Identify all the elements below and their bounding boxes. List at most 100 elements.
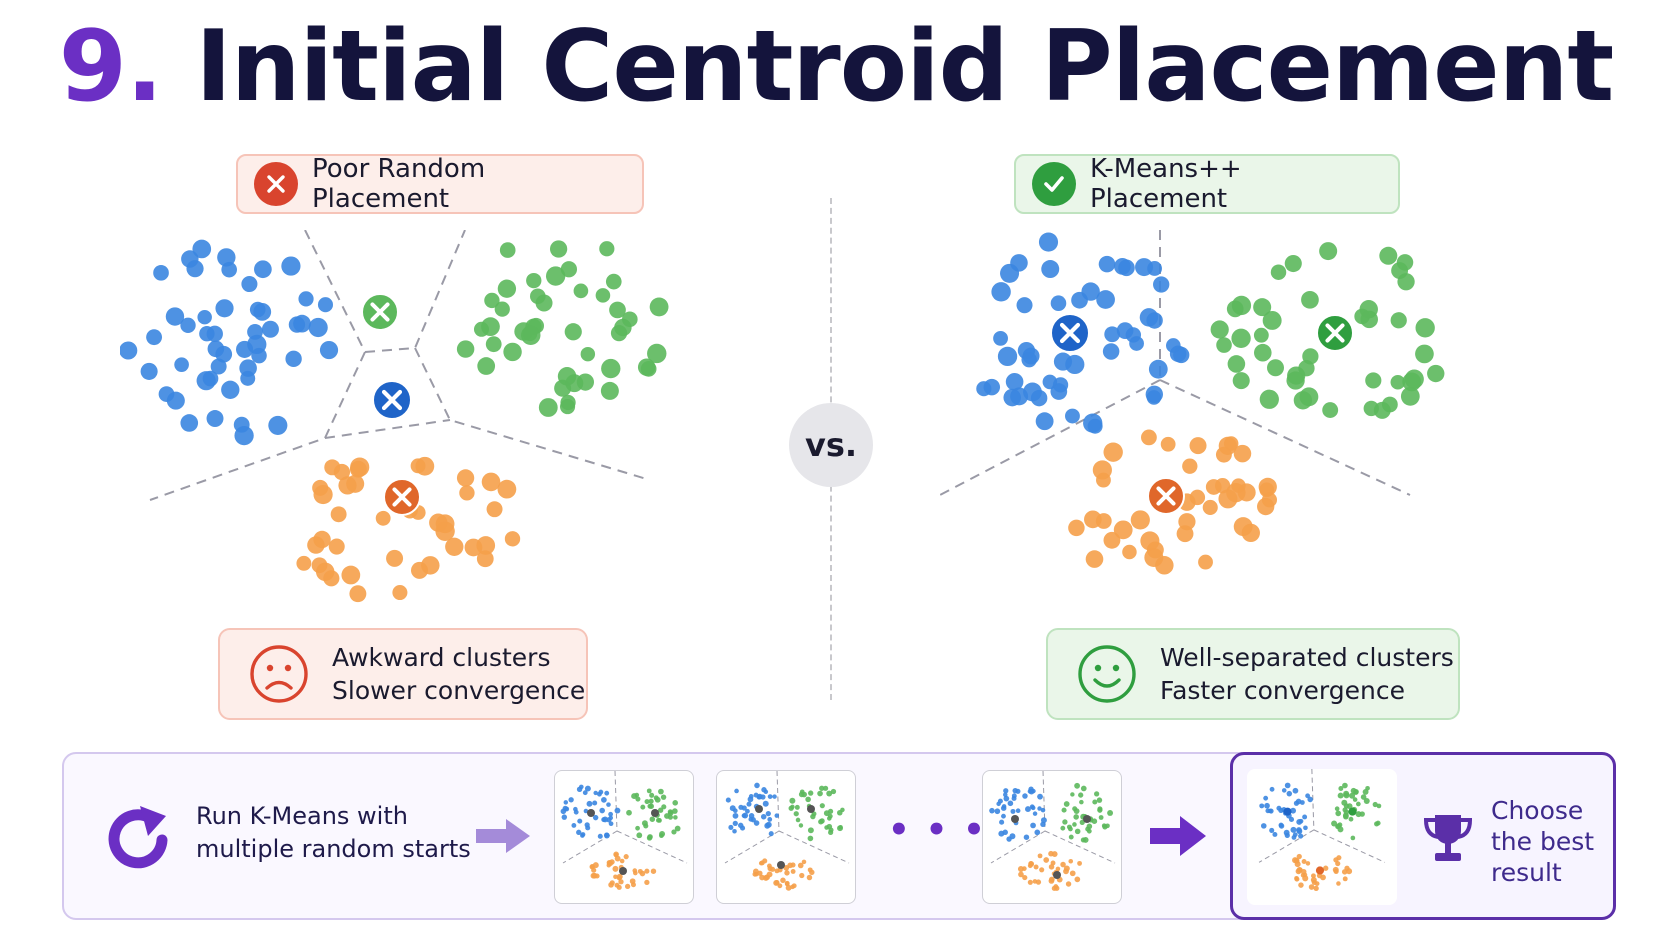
orange-point (1130, 510, 1150, 530)
mini-blue-point (1040, 807, 1046, 813)
mini-boundary (1258, 829, 1315, 863)
orange-point (1103, 442, 1123, 462)
mini-blue-point (1286, 790, 1293, 797)
mini-green-point (793, 811, 799, 817)
right-arrow-icon (1150, 816, 1206, 856)
green-point (1286, 371, 1305, 390)
mini-blue-point (994, 808, 1001, 815)
good-result-box: Well-separated clusters Faster convergen… (1046, 628, 1460, 720)
green-point (1390, 374, 1406, 390)
mini-green-point (1079, 799, 1084, 805)
mini-orange-point (774, 868, 780, 874)
mini-orange-point (644, 879, 650, 886)
good-result-line2: Faster convergence (1160, 676, 1405, 705)
green-point (1381, 396, 1398, 413)
green-point (1301, 290, 1319, 309)
orange-point (1189, 489, 1206, 506)
mini-orange-point (1037, 853, 1043, 859)
mini-green-point (1078, 792, 1084, 798)
mini-blue-point (1298, 833, 1304, 839)
mini-green-point (1080, 837, 1086, 843)
mini-green-point (631, 793, 638, 800)
blue-point (1153, 276, 1170, 293)
mini-blue-point (1265, 808, 1271, 814)
mini-orange-point (1294, 876, 1300, 882)
blue-point (1118, 259, 1135, 277)
blue-point (207, 340, 225, 358)
mini-orange-point (797, 862, 804, 869)
green-point (1363, 400, 1379, 417)
blue-point (1010, 254, 1028, 272)
mini-boundary (1042, 771, 1046, 832)
poor-placement-heading: Poor Random Placement (236, 154, 644, 214)
mini-orange-point (613, 852, 619, 858)
mini-blue-point (593, 790, 598, 796)
mini-boundary (1313, 829, 1386, 863)
mini-blue-point (1278, 807, 1284, 813)
mini-green-point (828, 829, 834, 836)
mini-blue-point (753, 820, 760, 826)
best-result-box: Choose the best result (1230, 752, 1616, 920)
mini-blue-point (576, 786, 583, 793)
mini-blue-point (583, 808, 589, 814)
orange-point (410, 561, 429, 579)
mini-green-point (798, 823, 804, 828)
orange-point (1146, 541, 1164, 559)
blue-point (261, 320, 279, 338)
mini-blue-point (764, 822, 771, 829)
orange-point (349, 585, 367, 603)
mini-blue-point (1260, 823, 1267, 829)
mini-green-point (1063, 801, 1070, 807)
mini-green-point (1375, 820, 1381, 826)
mini-blue-point (760, 794, 766, 800)
mini-orange-point (777, 883, 783, 889)
orange-point (1182, 458, 1198, 474)
mini-green-point (649, 816, 656, 822)
mini-blue-point (772, 794, 777, 799)
blue-point (281, 256, 301, 276)
mini-green-point (658, 788, 664, 795)
blue-point (165, 307, 185, 326)
title-number: 9 (58, 10, 127, 124)
mini-green-point (819, 803, 825, 809)
mini-green-point (1070, 792, 1075, 797)
blue-point (285, 350, 302, 368)
mini-blue-point (573, 809, 579, 815)
mini-blue-point (1010, 808, 1016, 814)
mini-green-point (1365, 785, 1370, 791)
mini-green-point (1068, 834, 1074, 840)
mini-orange-point (609, 859, 615, 865)
orange-point (459, 485, 475, 501)
mini-boundary (614, 771, 618, 832)
green-point (580, 346, 596, 362)
mini-green-point (1094, 791, 1100, 797)
green-point (549, 240, 568, 258)
x-circle-icon (254, 162, 298, 206)
mini-centroid (1348, 807, 1357, 816)
poor-placement-scatter (120, 230, 669, 603)
mini-centroid (1283, 807, 1292, 816)
blue-point (1065, 408, 1080, 424)
orange-point (464, 538, 483, 557)
orange-point (333, 463, 351, 481)
mini-blue-point (1001, 804, 1007, 809)
mini-orange-point (590, 872, 597, 879)
orange-point (1068, 519, 1085, 537)
green-point (1379, 246, 1398, 265)
best-line3: result (1491, 858, 1562, 887)
mini-green-point (1092, 799, 1098, 805)
mini-blue-point (1030, 822, 1036, 829)
blue-point (997, 346, 1018, 367)
orange-point (392, 585, 408, 601)
mini-orange-point (1048, 877, 1055, 884)
poor-result-line1: Awkward clusters (332, 643, 551, 672)
green-point (573, 283, 589, 299)
mini-orange-point (1296, 866, 1303, 873)
title-dot: . (125, 10, 163, 124)
green-point (1404, 369, 1424, 389)
voronoi-boundary (304, 230, 466, 354)
blue-point (1145, 385, 1164, 403)
green-point (526, 272, 542, 289)
poor-placement-heading-label: Poor Random Placement (312, 154, 486, 214)
mini-orange-point (650, 868, 657, 874)
